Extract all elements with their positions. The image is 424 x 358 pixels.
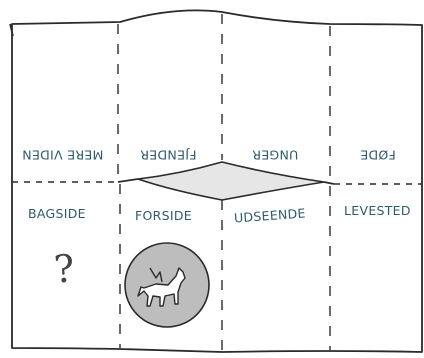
fold-crease-mark [9, 23, 14, 37]
panel-label-fjender: FJENDER [140, 147, 197, 163]
panel-label-fode: FØDE [360, 147, 396, 163]
panel-label-unger: UNGER [252, 147, 299, 163]
dog-icon [137, 267, 186, 307]
panel-label-levested: LEVESTED [344, 203, 411, 218]
panel-label-forside: FORSIDE [135, 208, 192, 223]
horizontal-fold-solid [117, 178, 335, 185]
panel-label-mere-viden: MERE VIDEN [22, 147, 104, 163]
question-mark-icon: ? [52, 246, 76, 292]
panel-label-bagside: BAGSIDE [28, 206, 86, 221]
